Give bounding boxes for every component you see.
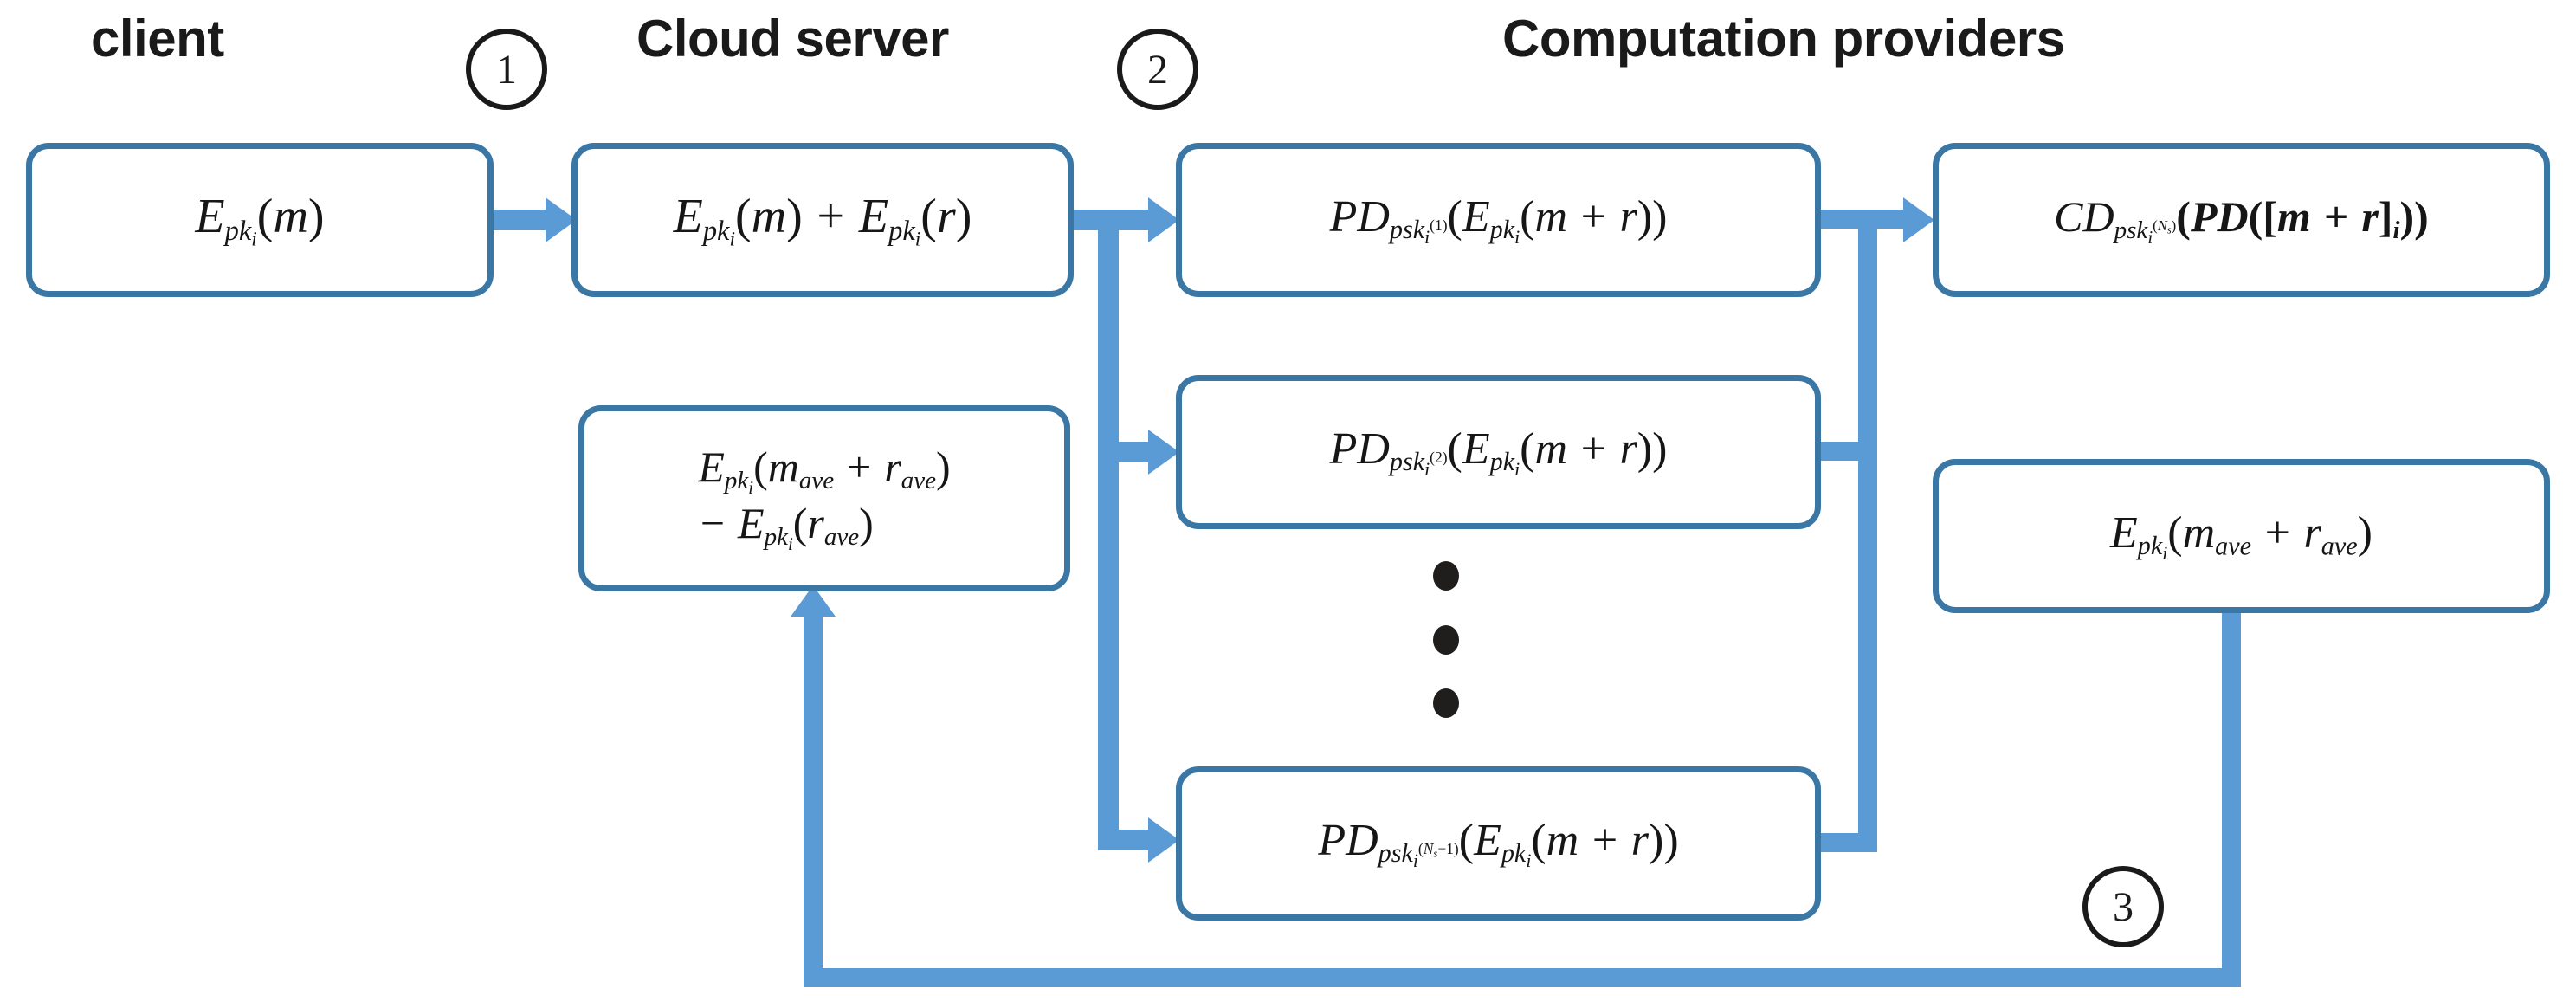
edge-bus-to-pdns1-shaft [1098,830,1152,850]
ellipsis-dot-1 [1433,561,1459,591]
provider-result-box[interactable]: Epki(mave + rave) [1933,459,2550,613]
cd-box-formula: CDpski(Ns)(PD([m + r]i)) [2054,191,2429,248]
cloud-result-line-1: Epki(mave + rave) [698,443,951,499]
edge-result-vertical-up [804,615,823,970]
edge-cloud-bus-vertical [1098,210,1119,850]
pd-1-box[interactable]: PDpski(1)(Epki(m + r)) [1176,143,1821,297]
step-marker-1-label: 1 [496,46,517,93]
step-marker-3-label: 3 [2113,883,2134,930]
pd-ns-1-box-formula: PDpski(Ns−1)(Epki(m + r)) [1318,815,1679,872]
edge-bus-to-pd2-head [1148,430,1179,475]
step-marker-1: 1 [466,29,547,110]
cloud-result-line-2: − Epki(rave) [700,498,874,554]
client-box-formula: Epki(m) [195,189,325,251]
ellipsis-dot-2 [1433,625,1459,655]
pd-ns-1-box[interactable]: PDpski(Ns−1)(Epki(m + r)) [1176,766,1821,921]
header-client: client [91,10,224,68]
step-marker-3: 3 [2082,866,2164,947]
cloud-sum-box[interactable]: Epki(m) + Epki(r) [571,143,1074,297]
cd-box[interactable]: CDpski(Ns)(PD([m + r]i)) [1933,143,2550,297]
cloud-sum-box-formula: Epki(m) + Epki(r) [673,189,972,251]
edge-client-to-cloud-shaft [494,210,547,230]
edge-result-vertical-down [2222,606,2241,987]
edge-bus-to-pd2-shaft [1098,442,1152,462]
edge-collector-bus-vertical [1858,210,1877,852]
client-box[interactable]: Epki(m) [26,143,494,297]
edge-bus-to-pd1-shaft [1098,210,1152,230]
edge-collector-to-cd-head [1903,197,1934,242]
edge-result-horizontal [804,968,2241,987]
step-marker-2-label: 2 [1147,46,1168,93]
header-computation-providers: Computation providers [1502,10,2065,68]
pd-1-box-formula: PDpski(1)(Epki(m + r)) [1329,191,1668,249]
edge-bus-to-pdns1-head [1148,817,1179,863]
header-cloud-server: Cloud server [636,10,949,68]
edge-collector-to-cd-shaft [1858,210,1912,229]
cloud-result-box-formula: Epki(mave + rave) − Epki(rave) [675,443,972,554]
pd-2-box-formula: PDpski(2)(Epki(m + r)) [1329,423,1668,481]
step-marker-2: 2 [1117,29,1198,110]
edge-bus-to-pd1-head [1148,197,1179,242]
ellipsis-dot-3 [1433,688,1459,718]
provider-result-box-formula: Epki(mave + rave) [2110,507,2373,565]
cloud-result-box[interactable]: Epki(mave + rave) − Epki(rave) [578,405,1070,591]
pd-2-box[interactable]: PDpski(2)(Epki(m + r)) [1176,375,1821,529]
